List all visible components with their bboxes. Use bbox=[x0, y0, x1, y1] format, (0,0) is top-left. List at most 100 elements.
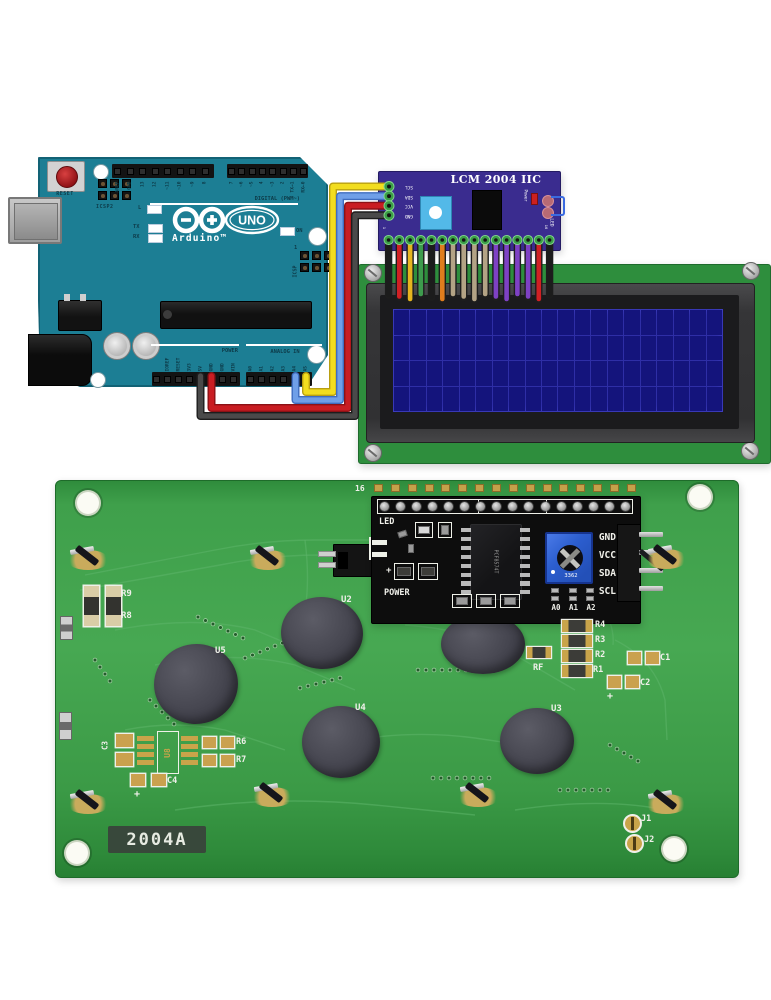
lcd-cell bbox=[492, 361, 509, 386]
solder-joint bbox=[540, 501, 550, 511]
via bbox=[321, 679, 327, 685]
lcd-cell bbox=[394, 361, 410, 386]
led-tx-label: TX bbox=[133, 224, 140, 230]
lcd-cell bbox=[459, 310, 476, 335]
lcd-cell bbox=[394, 335, 410, 360]
lcd-cell bbox=[476, 361, 492, 386]
iic-pad-hole bbox=[440, 238, 445, 242]
hookup-wire-vcc bbox=[208, 203, 392, 411]
lcd-cell bbox=[394, 310, 410, 335]
transistor-footprint bbox=[452, 594, 472, 608]
uno-oval bbox=[224, 205, 280, 235]
chip-pin bbox=[460, 572, 471, 577]
digital-caption: DIGITAL (PWM~) bbox=[254, 195, 300, 202]
backpack-led-label: LED bbox=[379, 517, 395, 527]
icsp-pin-center bbox=[113, 182, 117, 186]
via bbox=[447, 667, 453, 673]
lcd-through-pad bbox=[542, 484, 552, 492]
iic-pad-hole bbox=[515, 238, 520, 242]
uno-logo-text: UNO bbox=[238, 214, 266, 228]
lcd-cell bbox=[657, 335, 673, 360]
capacitor bbox=[103, 332, 131, 360]
via bbox=[242, 655, 248, 661]
lcd-through-pad bbox=[609, 484, 619, 492]
ref-label-r6: R6 bbox=[236, 737, 247, 747]
ref-label-u3: U3 bbox=[551, 704, 562, 714]
solder-joint bbox=[379, 501, 389, 511]
led-on-label: ON bbox=[296, 227, 303, 234]
mounting-hole bbox=[90, 372, 106, 388]
lcd-cell bbox=[607, 335, 624, 360]
lcd-cell bbox=[525, 361, 542, 386]
header-pin-socket bbox=[164, 375, 171, 383]
header-pin-socket bbox=[300, 167, 308, 175]
ref-label-r8: R8 bbox=[121, 611, 132, 621]
lcd-cell bbox=[673, 335, 690, 360]
header-pin-socket bbox=[189, 167, 196, 175]
ref-label-c4: C4 bbox=[167, 776, 178, 786]
iic-pad-hole bbox=[537, 238, 541, 242]
via bbox=[102, 671, 108, 677]
smd-footprint bbox=[394, 563, 414, 580]
chip-pin bbox=[460, 554, 471, 559]
backpack-pin-label-VCC: VCC bbox=[598, 550, 616, 561]
u8-pad bbox=[137, 736, 154, 741]
via bbox=[218, 625, 223, 630]
header-pin-socket bbox=[269, 167, 277, 175]
hookup-wire-outline-vcc bbox=[207, 201, 393, 412]
pcb-corner-hole bbox=[663, 838, 685, 860]
lcd-cell bbox=[542, 335, 558, 360]
lcd-through-pad bbox=[407, 484, 417, 492]
icsp-pin bbox=[122, 191, 131, 200]
icsp-pin bbox=[312, 251, 321, 260]
backpack-pin-label-GND: GND bbox=[598, 532, 616, 543]
retainer-clip bbox=[250, 781, 294, 809]
icsp-pin bbox=[300, 263, 309, 272]
iic-pad-hole bbox=[483, 238, 487, 242]
icsp-pin bbox=[98, 179, 107, 188]
header-pin-socket bbox=[164, 167, 171, 175]
solder-joint bbox=[427, 501, 437, 511]
solder-joint bbox=[588, 501, 598, 511]
r7-pad bbox=[203, 755, 216, 766]
via bbox=[147, 697, 153, 703]
power-caption: POWER bbox=[221, 347, 238, 354]
icsp-pin-center bbox=[315, 266, 319, 270]
u8-pad bbox=[181, 736, 198, 741]
addr-jumper-pad bbox=[568, 596, 577, 601]
lcd-cell bbox=[476, 310, 492, 335]
lcd-cell bbox=[443, 310, 459, 335]
ref-label-r2: R2 bbox=[595, 650, 606, 660]
resistor-r9 bbox=[84, 586, 99, 626]
via bbox=[628, 754, 634, 760]
lcd-cell bbox=[657, 310, 673, 335]
hookup-wire-scl bbox=[303, 183, 392, 395]
digital-header-right bbox=[227, 164, 308, 178]
decor bbox=[514, 802, 656, 811]
c1-pad bbox=[628, 652, 641, 664]
lcd-cell bbox=[525, 310, 542, 335]
lcd-cell bbox=[624, 335, 640, 360]
via bbox=[423, 667, 429, 673]
iic-pad-hole bbox=[547, 238, 552, 242]
via bbox=[225, 628, 231, 634]
ref-label-j1: J1 bbox=[641, 814, 652, 824]
lcd-cell bbox=[624, 310, 640, 335]
header-pin-socket bbox=[228, 167, 235, 175]
smd-resistor bbox=[397, 567, 411, 576]
chip-pin bbox=[519, 563, 530, 568]
chip-pin bbox=[460, 563, 471, 568]
pcb-corner-hole bbox=[689, 486, 711, 508]
header-pin-socket bbox=[219, 375, 226, 383]
trimmer-dot bbox=[551, 570, 555, 574]
solder-joint bbox=[411, 501, 421, 511]
lcd-through-pad bbox=[525, 484, 535, 492]
j2-pad bbox=[625, 834, 644, 853]
solder-joint bbox=[460, 501, 469, 511]
via bbox=[297, 685, 303, 691]
u8-pad bbox=[137, 744, 154, 749]
header-pin-socket bbox=[201, 167, 209, 175]
resistor-rf bbox=[527, 647, 551, 658]
hookup-wire-sda bbox=[292, 193, 392, 403]
lcd-cell bbox=[542, 386, 558, 411]
